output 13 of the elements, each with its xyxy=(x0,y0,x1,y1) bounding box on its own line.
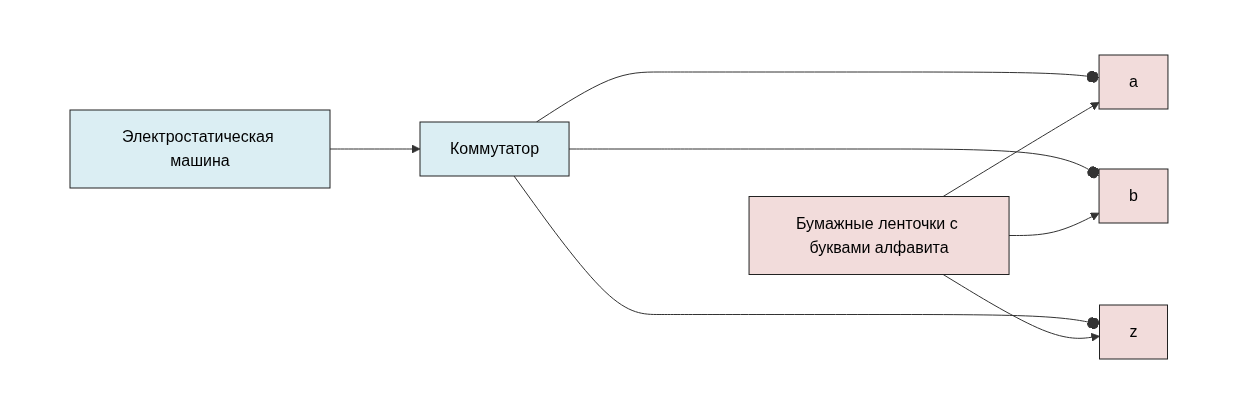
node-box: z xyxy=(1099,304,1168,360)
connector xyxy=(535,70,1100,123)
node-box: Коммутатор xyxy=(419,121,570,177)
connector xyxy=(513,175,1100,330)
node-box: Бумажные ленточки с буквами алфавита xyxy=(748,196,1010,275)
arrow xyxy=(942,274,1100,342)
connector xyxy=(568,148,1100,179)
arrow xyxy=(1008,212,1100,236)
arrow xyxy=(942,102,1100,197)
node-box: a xyxy=(1098,54,1169,110)
arrow xyxy=(329,144,421,154)
node-box: b xyxy=(1098,168,1169,224)
node-box: Электростатическая машина xyxy=(69,109,331,189)
